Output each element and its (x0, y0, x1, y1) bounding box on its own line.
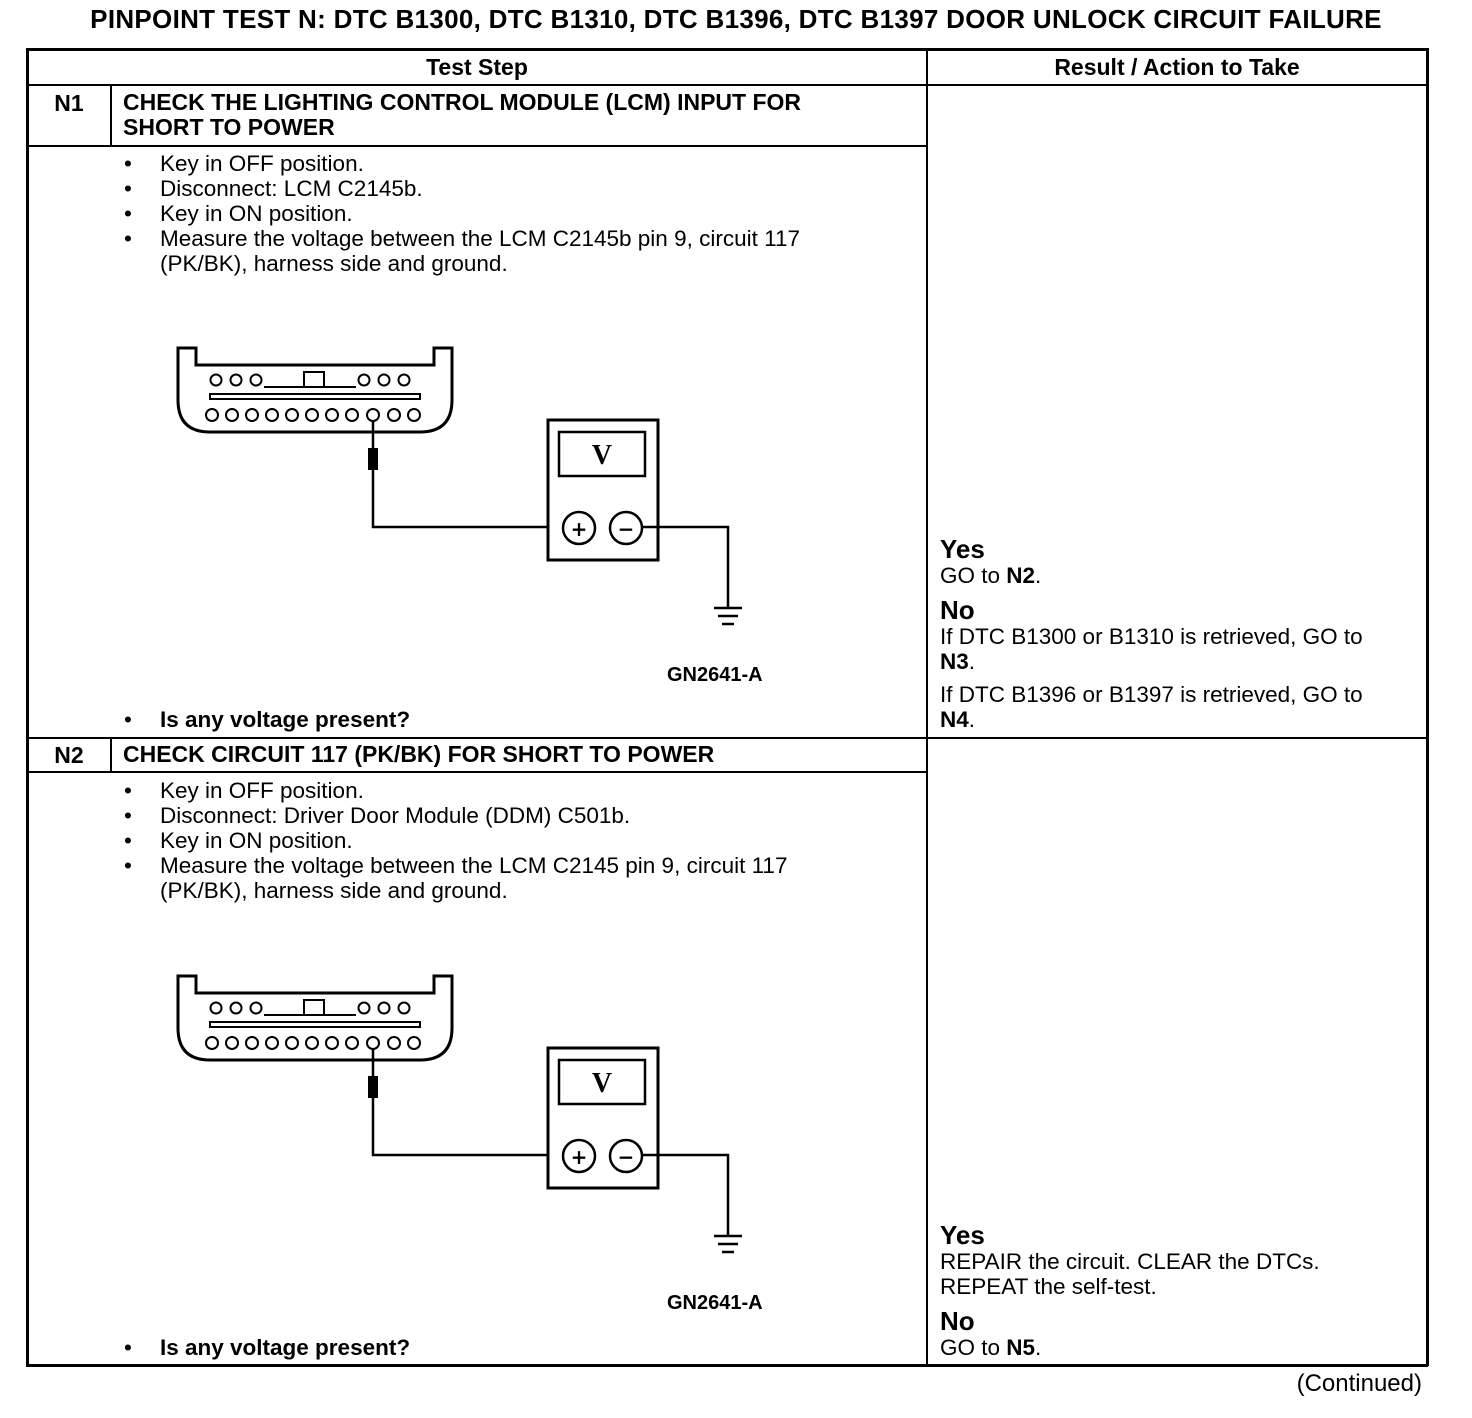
step-title: CHECK CIRCUIT 117 (PK/BK) FOR SHORT TO P… (123, 741, 715, 767)
connector-shell (176, 346, 454, 434)
connector-latch-bar (209, 1021, 421, 1028)
result-yes-text-2: REPEAT the self-test. (940, 1274, 1157, 1299)
step-instructions: Key in OFF position. Disconnect: Driver … (120, 778, 920, 903)
result-yes-text-1: REPAIR the circuit. CLEAR the DTCs. (940, 1249, 1320, 1274)
negative-wire (642, 1153, 730, 1236)
voltmeter-connector-diagram: V + − (176, 346, 742, 626)
instruction-item: Key in OFF position. (120, 151, 920, 176)
result-yes-label: Yes (940, 1220, 985, 1250)
instruction-item: Measure the voltage between the LCM C214… (120, 853, 920, 878)
positive-terminal-label: + (571, 1145, 588, 1169)
voltmeter-display (557, 430, 647, 478)
voltmeter-unit-label: V (592, 1068, 612, 1099)
connector-latch-bar (209, 393, 421, 400)
instruction-item: Disconnect: Driver Door Module (DDM) C50… (120, 803, 920, 828)
result-yes-label: Yes (940, 534, 985, 564)
link-n5[interactable]: N5 (1006, 1335, 1036, 1360)
instruction-continuation: (PK/BK), harness side and ground. (160, 878, 508, 903)
negative-terminal-label: − (618, 1145, 635, 1169)
header-test-step: Test Step (426, 54, 528, 80)
voltmeter-connector-diagram: V + − (176, 974, 742, 1254)
ground-symbol-icon (714, 1234, 742, 1254)
continued-label: (Continued) (1296, 1370, 1422, 1397)
negative-terminal-label: − (618, 517, 635, 541)
result-no-text-2: If DTC B1396 or B1397 is retrieved, GO t… (940, 682, 1363, 707)
ground-symbol-icon (714, 606, 742, 626)
probe-tip (368, 1076, 378, 1098)
positive-terminal-icon (561, 510, 597, 546)
result-yes-text: GO to N2. (940, 563, 1042, 588)
instruction-continuation: (PK/BK), harness side and ground. (160, 251, 508, 276)
voltmeter-display (557, 1058, 647, 1106)
connector-pins-top (209, 999, 411, 1016)
connector-shell (176, 974, 454, 1062)
voltmeter-unit-label: V (592, 440, 612, 471)
instruction-item: Key in OFF position. (120, 778, 920, 803)
probe-tip (368, 448, 378, 470)
positive-wire (371, 470, 550, 529)
result-no-label: No (940, 595, 975, 625)
step-question: • Is any voltage present? (124, 707, 411, 732)
header-result: Result / Action to Take (1054, 54, 1300, 80)
step-id: N1 (54, 90, 84, 116)
connector-pins-top (209, 371, 411, 388)
figure-caption: GN2641-A (667, 664, 763, 686)
instruction-item: Measure the voltage between the LCM C214… (120, 226, 920, 251)
step-title: CHECK THE LIGHTING CONTROL MODULE (LCM) … (123, 89, 802, 140)
link-n3[interactable]: N3 (940, 649, 969, 674)
result-no-text-1: If DTC B1300 or B1310 is retrieved, GO t… (940, 624, 1363, 649)
connector-pins-bottom (205, 408, 421, 422)
result-n2: Yes REPAIR the circuit. CLEAR the DTCs. … (940, 1221, 1424, 1360)
link-n4[interactable]: N4 (940, 707, 969, 732)
page-title: PINPOINT TEST N: DTC B1300, DTC B1310, D… (90, 4, 1382, 34)
positive-terminal-icon (561, 1138, 597, 1174)
result-no-text: GO to N5. (940, 1335, 1042, 1360)
step-id: N2 (54, 742, 84, 768)
step-question: • Is any voltage present? (124, 1335, 411, 1360)
link-n2[interactable]: N2 (1006, 563, 1036, 588)
instruction-item: Key in ON position. (120, 201, 920, 226)
result-n1: Yes GO to N2. No If DTC B1300 or B1310 i… (940, 535, 1424, 732)
result-no-label: No (940, 1306, 975, 1336)
figure-caption: GN2641-A (667, 1292, 763, 1314)
negative-wire (642, 525, 730, 608)
positive-wire (371, 1098, 550, 1157)
positive-terminal-label: + (571, 517, 588, 541)
instruction-item: Key in ON position. (120, 828, 920, 853)
step-instructions: Key in OFF position. Disconnect: LCM C21… (120, 151, 920, 276)
connector-pins-bottom (205, 1036, 421, 1050)
instruction-item: Disconnect: LCM C2145b. (120, 176, 920, 201)
